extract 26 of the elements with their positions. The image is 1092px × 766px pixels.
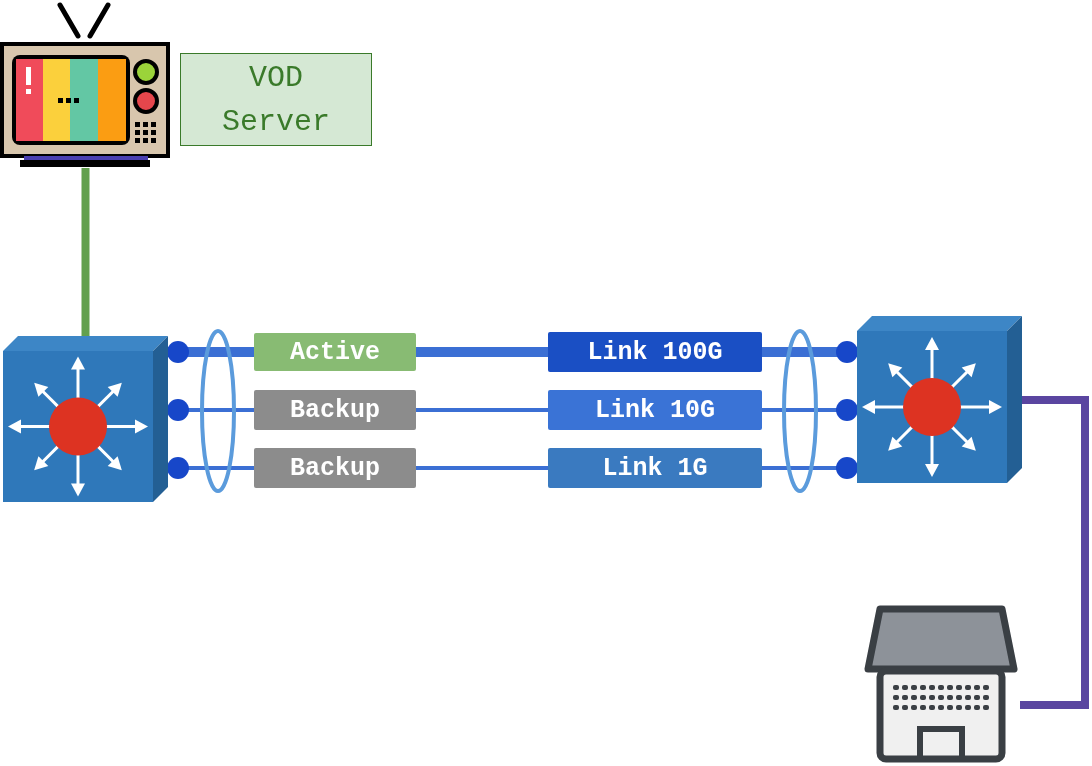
link-label: Link 10G <box>548 390 762 430</box>
connector-line <box>762 347 782 357</box>
link-label: Link 1G <box>548 448 762 488</box>
connector-line <box>167 341 200 363</box>
link-label: Backup <box>254 390 416 430</box>
server-label: VOD Server <box>180 53 372 146</box>
connector-line <box>167 457 200 479</box>
connector-line <box>416 347 548 357</box>
connector-line <box>236 466 254 470</box>
tv-icon <box>0 0 170 168</box>
switch-icon <box>857 316 1022 483</box>
connector-line <box>416 408 548 412</box>
connector-line <box>762 408 782 412</box>
connector-line <box>818 457 858 479</box>
connector-line <box>236 347 254 357</box>
connector-line <box>167 399 200 421</box>
link-label: Link 100G <box>548 332 762 372</box>
connector-line <box>818 341 858 363</box>
connector-line <box>416 466 548 470</box>
link-label: Backup <box>254 448 416 488</box>
connector-line <box>762 466 782 470</box>
laptop-icon <box>862 605 1020 763</box>
connector-line <box>236 408 254 412</box>
connector-line <box>818 399 858 421</box>
switch-icon <box>3 336 168 502</box>
link-label: Active <box>254 333 416 371</box>
